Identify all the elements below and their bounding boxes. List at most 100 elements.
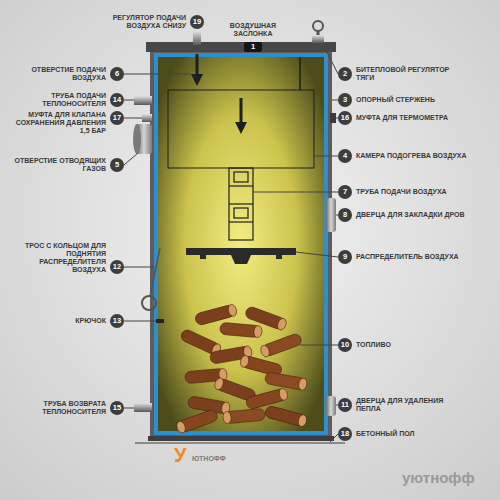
callout-number: 17 [110, 111, 124, 125]
callout-number: 10 [338, 338, 352, 352]
leader-lines [330, 434, 338, 442]
boiler-fittings [326, 198, 336, 232]
callout: 18БЕТОННЫЙ ПОЛ [338, 427, 468, 441]
part-label: ВОЗДУШНАЯ ЗАСЛОНКА [216, 22, 290, 38]
firewood [175, 304, 308, 435]
callout: 1 ВОЗДУШНАЯ ЗАСЛОНКА [216, 22, 290, 52]
air-supply-pipe [229, 203, 253, 204]
watermark-logo: У [174, 445, 186, 465]
boiler-body [148, 436, 334, 441]
callout-number: 16 [338, 111, 352, 125]
air-heating-chamber [168, 90, 314, 168]
callout: 19РЕГУЛЯТОР ПОДАЧИ ВОЗДУХА СНИЗУ [100, 14, 204, 30]
boiler-fittings [156, 319, 164, 323]
air-distributor [186, 248, 296, 264]
callout-number: 11 [338, 398, 352, 412]
callout-number: 1 [244, 42, 262, 52]
callout-number: 19 [190, 15, 204, 29]
air-distributor [231, 255, 251, 264]
leader-lines [124, 118, 142, 119]
part-label: БИТЕПЛОВОЙ РЕГУЛЯТОР ТЯГИ [356, 66, 468, 82]
air-supply-pipe [229, 168, 253, 240]
callout-number: 3 [338, 93, 352, 107]
firewood [194, 304, 238, 326]
callout: 9 РАСПРЕДЕЛИТЕЛЬ ВОЗДУХА [338, 250, 468, 264]
leader-lines [324, 46, 338, 74]
part-label: ТРУБА ПОДАЧИ ТЕПЛОНОСИТЕЛЯ [14, 92, 106, 108]
boiler-fittings [142, 114, 152, 122]
leader-lines [124, 46, 338, 442]
leader-lines [253, 192, 338, 193]
part-label: КАМЕРА ПОДОГРЕВА ВОЗДУХА [356, 152, 468, 160]
firewood [297, 414, 308, 428]
part-label: КРЮЧОК [14, 317, 106, 325]
firewood [278, 388, 289, 402]
boiler-fittings [326, 396, 336, 416]
leader-lines [124, 153, 138, 165]
callout-number: 8 [338, 208, 352, 222]
part-label: ОТВЕРСТИЕ ОТВОДЯЩИХ ГАЗОВ [14, 157, 106, 173]
boiler-fittings [133, 124, 141, 154]
part-label: ОПОРНЫЙ СТЕРЖЕНЬ [356, 96, 468, 104]
air-supply-pipe [229, 221, 253, 222]
callout: 8 ДВЕРЦА ДЛЯ ЗАКЛАДКИ ДРОВ [338, 208, 468, 222]
callout: 3 ОПОРНЫЙ СТЕРЖЕНЬ [338, 93, 468, 107]
firewood [264, 405, 308, 427]
firewood [220, 322, 263, 338]
air-distributor [186, 248, 296, 255]
leader-lines [124, 267, 154, 268]
callout: 16 МУФТА ДЛЯ ТЕРМОМЕТРА [338, 111, 468, 125]
firewood [239, 355, 250, 369]
boiler-body [158, 57, 324, 431]
firewood [264, 372, 307, 391]
boiler-body [154, 53, 328, 435]
boiler-fittings [150, 248, 160, 296]
callout: 10 ТОПЛИВО [338, 338, 468, 352]
part-label: ТРУБА ВОЗВРАТА ТЕПЛОНОСИТЕЛЯ [14, 400, 106, 416]
callout-number: 18 [338, 427, 352, 441]
firewood [175, 420, 187, 434]
air-supply-pipe [229, 185, 253, 186]
callout: 12ТРОС С КОЛЬЦОМ ДЛЯ ПОДНЯТИЯ РАСПРЕДЕЛИ… [10, 242, 124, 274]
firewood [259, 344, 271, 358]
part-label: МУФТА ДЛЯ ТЕРМОМЕТРА [356, 114, 468, 122]
callout-number: 7 [338, 185, 352, 199]
firewood [175, 409, 219, 435]
air-distributor [276, 255, 282, 259]
floor-line [135, 442, 345, 444]
part-label: ТОПЛИВО [356, 341, 468, 349]
firewood [245, 388, 289, 410]
boiler-fittings [196, 54, 199, 80]
air-heating-chamber [299, 57, 301, 90]
callout-number: 2 [338, 67, 352, 81]
callout-number: 4 [338, 149, 352, 163]
firewood [253, 325, 262, 338]
firewood [223, 411, 232, 424]
boiler-body [146, 42, 336, 52]
callout: 13КРЮЧОК [14, 314, 124, 328]
boiler-body [150, 45, 332, 440]
boiler-fittings [134, 96, 152, 105]
part-label: ОТВЕРСТИЕ ПОДАЧИ ВОЗДУХА [14, 66, 106, 82]
firewood [276, 317, 288, 331]
callout: 5ОТВЕРСТИЕ ОТВОДЯЩИХ ГАЗОВ [14, 157, 124, 173]
boiler-body [146, 42, 336, 441]
boiler-fittings [142, 296, 156, 310]
callout-number: 6 [110, 67, 124, 81]
part-label: ТРОС С КОЛЬЦОМ ДЛЯ ПОДНЯТИЯ РАСПРЕДЕЛИТЕ… [10, 242, 106, 274]
callout: 14ТРУБА ПОДАЧИ ТЕПЛОНОСИТЕЛЯ [14, 92, 124, 108]
air-supply-pipe [234, 208, 248, 218]
callout: 2 БИТЕПЛОВОЙ РЕГУЛЯТОР ТЯГИ [338, 66, 468, 82]
part-label: РАСПРЕДЕЛИТЕЛЬ ВОЗДУХА [356, 253, 468, 261]
watermark: уютнофф [402, 470, 475, 485]
boiler-fittings [312, 35, 324, 43]
callout-number: 9 [338, 250, 352, 264]
part-label: ДВЕРЦА ДЛЯ ЗАКЛАДКИ ДРОВ [356, 211, 468, 219]
air-distributor [200, 255, 206, 259]
part-label: МУФТА ДЛЯ КЛАПАНА СОХРАНЕНИЯ ДАВЛЕНИЯ 1,… [6, 111, 106, 135]
part-label: ДВЕРЦА ДЛЯ УДАЛЕНИЯ ПЕПЛА [356, 397, 468, 413]
watermark: ЮТНОФФ [192, 455, 226, 462]
callout: 17 МУФТА ДЛЯ КЛАПАНА СОХРАНЕНИЯ ДАВЛЕНИЯ … [6, 111, 124, 135]
firewood [213, 377, 225, 391]
